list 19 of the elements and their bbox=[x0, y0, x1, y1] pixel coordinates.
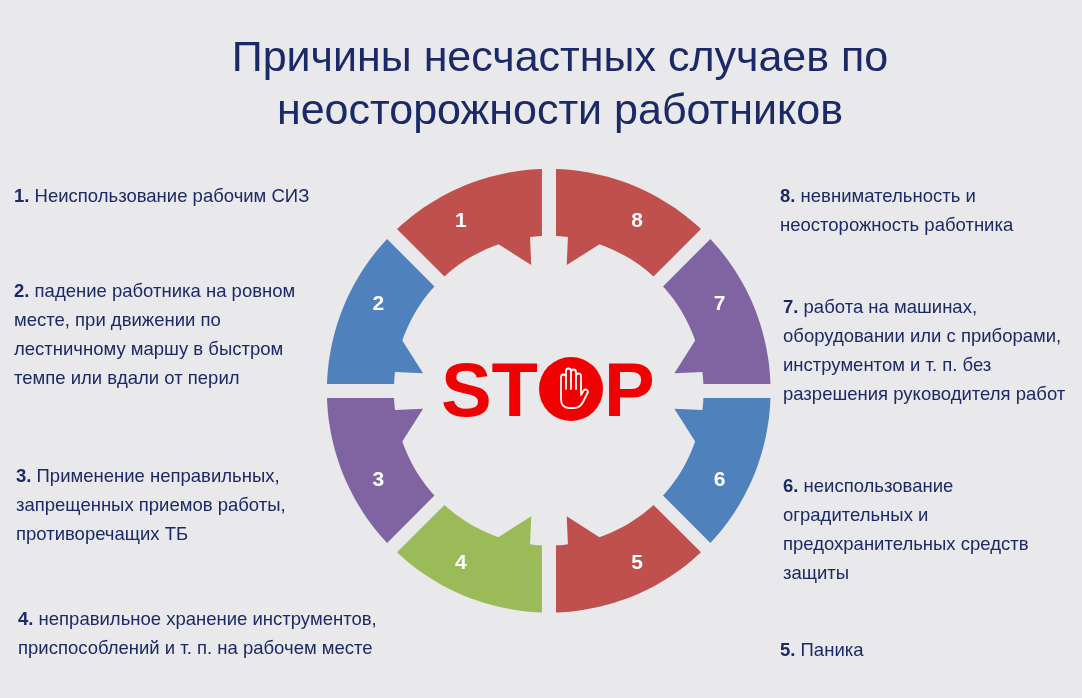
stop-text: P bbox=[604, 350, 655, 430]
cause-description: 8. невнимательность и неосторожность работника bbox=[780, 184, 1015, 237]
segment-number: 3 bbox=[372, 467, 385, 492]
segment-number: 7 bbox=[713, 290, 726, 315]
title: Причины несчастных случаев по неосторожности работников bbox=[230, 31, 890, 135]
cause-description: 2. падение работника на ровном месте, при движении по лестничному маршу в быстром темпе или вдали от перил bbox=[14, 279, 297, 390]
segment-number: 5 bbox=[631, 549, 643, 574]
cause-description: 7. работа на машинах, оборудовании или с приборами, инструментом и т. п. без разрешения руководителя работ bbox=[783, 295, 1067, 406]
cause-description: 5. Паника bbox=[780, 638, 865, 662]
segment-number: 4 bbox=[455, 549, 467, 574]
cause-description: 1. Неиспользование рабочим СИЗ bbox=[14, 184, 311, 208]
cause-description: 3. Применение неправильных, запрещенных приемов работы, противоречащих ТБ bbox=[16, 464, 287, 546]
stop-text: ST bbox=[440, 350, 538, 430]
cause-description: 4. неправильное хранение инструментов, приспособлений и т. п. на рабочем месте bbox=[18, 607, 378, 660]
segment-number: 2 bbox=[372, 290, 385, 315]
segment-number: 6 bbox=[713, 467, 726, 492]
segment-number: 8 bbox=[631, 208, 643, 233]
segment-number: 1 bbox=[455, 208, 467, 233]
cause-description: 6. неиспользование оградительных и предохранительных средств защиты bbox=[783, 474, 1030, 585]
